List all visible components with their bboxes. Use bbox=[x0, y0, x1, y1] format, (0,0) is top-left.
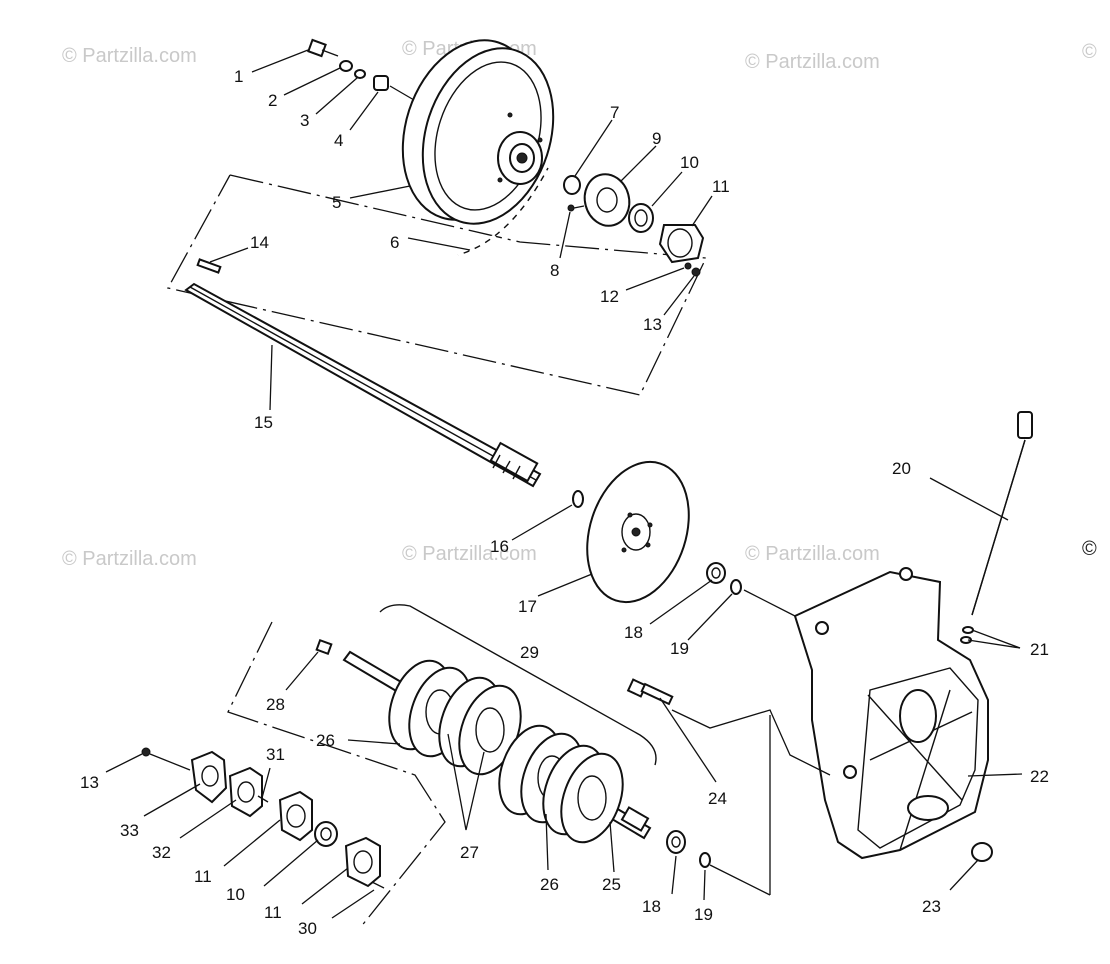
nut-part bbox=[141, 747, 151, 757]
callout-label: 5 bbox=[332, 193, 341, 212]
drive-shaft-assembly bbox=[342, 650, 652, 844]
bearing-flange bbox=[278, 790, 313, 842]
watermark: © Partzilla.com bbox=[745, 543, 880, 565]
seal-part bbox=[563, 175, 581, 195]
drive-chain bbox=[457, 167, 550, 257]
centerline bbox=[709, 864, 771, 896]
watermark: © Partzilla.com bbox=[745, 51, 880, 73]
centerline bbox=[743, 589, 796, 617]
bolt-part bbox=[626, 678, 674, 706]
callout-label: 18 bbox=[642, 897, 661, 916]
bearing-part bbox=[628, 203, 654, 233]
callout-label: 12 bbox=[600, 287, 619, 306]
callout-label: 1 bbox=[234, 67, 243, 86]
bearing-flange bbox=[344, 836, 381, 888]
key-part bbox=[196, 258, 222, 274]
centerline bbox=[389, 85, 415, 101]
watermark: © bbox=[1082, 538, 1097, 560]
bearing-part bbox=[706, 562, 726, 584]
bearing-part bbox=[666, 830, 686, 854]
bolt-part bbox=[315, 638, 333, 656]
chaincase-housing bbox=[793, 567, 989, 860]
callout-label: 20 bbox=[892, 459, 911, 478]
drive-shaft bbox=[184, 282, 542, 488]
callout-label: 26 bbox=[316, 731, 335, 750]
brake-disc bbox=[586, 460, 690, 604]
bearing-flange bbox=[658, 224, 705, 264]
callout-label: 33 bbox=[120, 821, 139, 840]
callout-label: 13 bbox=[80, 773, 99, 792]
watermark: © Partzilla.com bbox=[62, 45, 197, 67]
bearing-part bbox=[314, 821, 338, 847]
callout-labels: 1 2 3 4 5 6 7 8 9 10 11 12 13 14 15 16 1… bbox=[80, 67, 1049, 938]
bolt-part bbox=[307, 38, 339, 58]
callout-label: 6 bbox=[390, 233, 399, 252]
callout-label: 19 bbox=[694, 905, 713, 924]
callout-label: 21 bbox=[1030, 640, 1049, 659]
bearing-flange bbox=[190, 750, 228, 804]
sprocket-part bbox=[542, 744, 624, 844]
callout-label: 10 bbox=[226, 885, 245, 904]
callout-label: 8 bbox=[550, 261, 559, 280]
callout-label: 9 bbox=[652, 129, 661, 148]
watermark: © bbox=[1082, 41, 1097, 63]
callout-label: 4 bbox=[334, 131, 343, 150]
callout-label: 32 bbox=[152, 843, 171, 862]
gasket-part bbox=[228, 766, 263, 818]
callout-label: 25 bbox=[602, 875, 621, 894]
callout-label: 23 bbox=[922, 897, 941, 916]
callout-label: 28 bbox=[266, 695, 285, 714]
retainer-plate bbox=[583, 173, 631, 227]
callout-label: 29 bbox=[520, 643, 539, 662]
assembly-boundary bbox=[167, 174, 707, 396]
callout-label: 11 bbox=[264, 903, 282, 922]
callout-label: 11 bbox=[194, 867, 212, 886]
screw-part bbox=[257, 795, 269, 803]
callout-label: 22 bbox=[1030, 767, 1049, 786]
screw-part bbox=[371, 881, 385, 889]
o-ring bbox=[699, 852, 711, 868]
assembly-bracket bbox=[379, 604, 657, 766]
callout-leaders bbox=[105, 49, 1023, 919]
callout-label: 3 bbox=[300, 111, 309, 130]
snap-ring bbox=[572, 490, 584, 508]
o-ring bbox=[962, 626, 974, 634]
nut-part bbox=[971, 842, 993, 862]
screw-part bbox=[567, 204, 585, 212]
assembly-boundary bbox=[227, 621, 446, 929]
callout-label: 26 bbox=[540, 875, 559, 894]
watermark: © Partzilla.com bbox=[62, 548, 197, 570]
centerline bbox=[671, 709, 831, 776]
washer-part bbox=[339, 60, 353, 72]
callout-label: 11 bbox=[712, 177, 730, 196]
sprocket-part bbox=[388, 659, 472, 758]
callout-label: 17 bbox=[518, 597, 537, 616]
callout-label: 27 bbox=[460, 843, 479, 862]
callout-label: 14 bbox=[250, 233, 269, 252]
callout-label: 10 bbox=[680, 153, 699, 172]
drive-sprocket-sheave bbox=[401, 39, 555, 225]
callout-label: 16 bbox=[490, 537, 509, 556]
callout-label: 30 bbox=[298, 919, 317, 938]
dipstick-part bbox=[971, 411, 1033, 616]
callout-label: 31 bbox=[266, 745, 285, 764]
callout-label: 15 bbox=[254, 413, 273, 432]
nut-part bbox=[684, 262, 692, 270]
centerline bbox=[149, 753, 191, 771]
washer-part bbox=[354, 69, 366, 79]
bushing-part bbox=[373, 75, 389, 91]
nut-part bbox=[691, 267, 701, 277]
callout-label: 7 bbox=[610, 103, 619, 122]
o-ring bbox=[730, 579, 742, 595]
callout-label: 19 bbox=[670, 639, 689, 658]
watermark: © Partzilla.com bbox=[402, 543, 537, 565]
callout-label: 13 bbox=[643, 315, 662, 334]
callout-label: 2 bbox=[268, 91, 277, 110]
callout-label: 18 bbox=[624, 623, 643, 642]
callout-label: 24 bbox=[708, 789, 727, 808]
